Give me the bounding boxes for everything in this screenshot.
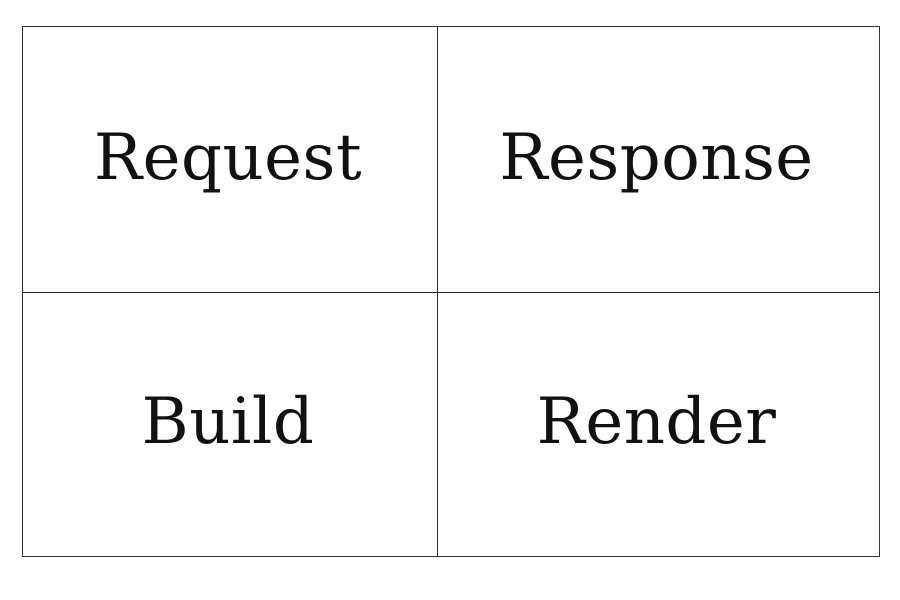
cell-build: Build xyxy=(23,293,438,556)
cell-response: Response xyxy=(438,27,879,293)
cell-request-label: Request xyxy=(93,120,363,195)
cell-render-label: Render xyxy=(536,384,777,459)
cell-build-label: Build xyxy=(141,384,315,459)
cell-render: Render xyxy=(438,293,879,556)
cell-response-label: Response xyxy=(499,120,814,195)
cell-request: Request xyxy=(23,27,438,293)
quadrant-grid: Request Response Build Render xyxy=(22,26,880,557)
